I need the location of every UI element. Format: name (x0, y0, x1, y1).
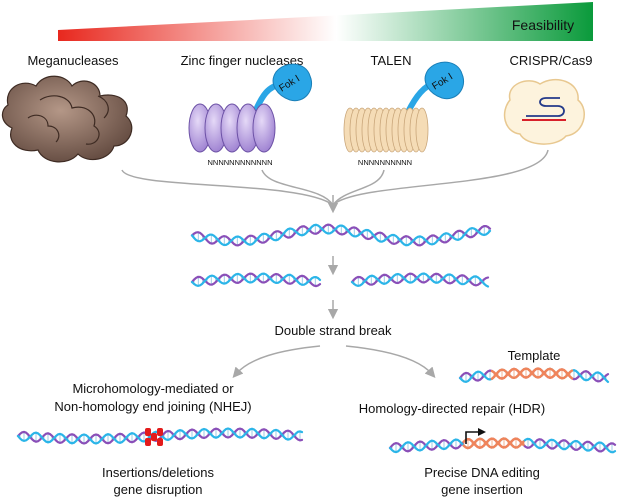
nhej-title-line2: Non-homology end joining (NHEJ) (54, 399, 251, 414)
meganucleases-label: Meganucleases (27, 53, 119, 68)
dna-layer (16, 223, 617, 454)
cas9-protein (503, 79, 585, 145)
talen-protein: Fok I NNNNNNNNNN (343, 61, 464, 167)
dna-strand (490, 367, 574, 380)
talen-sequence: NNNNNNNNNN (358, 158, 412, 167)
cut-dna-right (350, 272, 490, 288)
zfn-fok-domain (272, 63, 312, 102)
dna-strand (190, 272, 322, 288)
dna-strand (462, 437, 525, 449)
indel-mark (145, 438, 151, 446)
nhej-outcome-line2: gene disruption (114, 482, 203, 497)
feasibility-bar: Feasibility (58, 2, 593, 41)
talen-label: TALEN (371, 53, 412, 68)
hdr-outcome-line2: gene insertion (441, 482, 523, 497)
dna-strand (350, 272, 490, 287)
hdr-outcome-line1: Precise DNA editing (424, 465, 540, 480)
template-dna (458, 367, 610, 384)
crispr-label: CRISPR/Cas9 (509, 53, 592, 68)
promoter-arrow-icon (465, 431, 480, 444)
indel-mark (151, 433, 157, 441)
dna-strand (190, 223, 492, 247)
double-strand-break-label: Double strand break (274, 323, 392, 338)
promoter-arrowhead-icon (478, 428, 486, 436)
indel-marks (145, 428, 163, 446)
dna-strand (350, 272, 490, 288)
guide-rna (526, 97, 565, 117)
dna-strand (190, 272, 322, 288)
branch-arrows (232, 345, 436, 378)
hdr-product-dna (388, 437, 617, 454)
dna-strand (190, 223, 492, 247)
zfn-sequence: NNNNNNNNNNNN (208, 158, 273, 167)
cut-dna-left (190, 272, 322, 288)
zfn-protein: Fok I NNNNNNNNNNNN (188, 63, 312, 167)
convergence-arrows (121, 149, 549, 214)
nhej-outcome-line1: Insertions/deletions (102, 465, 215, 480)
talen-fok-domain (424, 61, 464, 100)
indel-mark (157, 428, 163, 436)
template-label: Template (508, 348, 561, 363)
talen-repeat (415, 107, 429, 153)
hdr-title: Homology-directed repair (HDR) (359, 401, 545, 416)
nhej-title-line1: Microhomology-mediated or (72, 381, 234, 396)
indel-mark (157, 438, 163, 446)
intact-dna (190, 223, 492, 247)
feasibility-gradient (58, 2, 593, 41)
feasibility-label: Feasibility (512, 17, 574, 33)
indel-mark (145, 428, 151, 436)
zfn-label: Zinc finger nucleases (181, 53, 304, 68)
meganuclease-protein (1, 75, 133, 163)
